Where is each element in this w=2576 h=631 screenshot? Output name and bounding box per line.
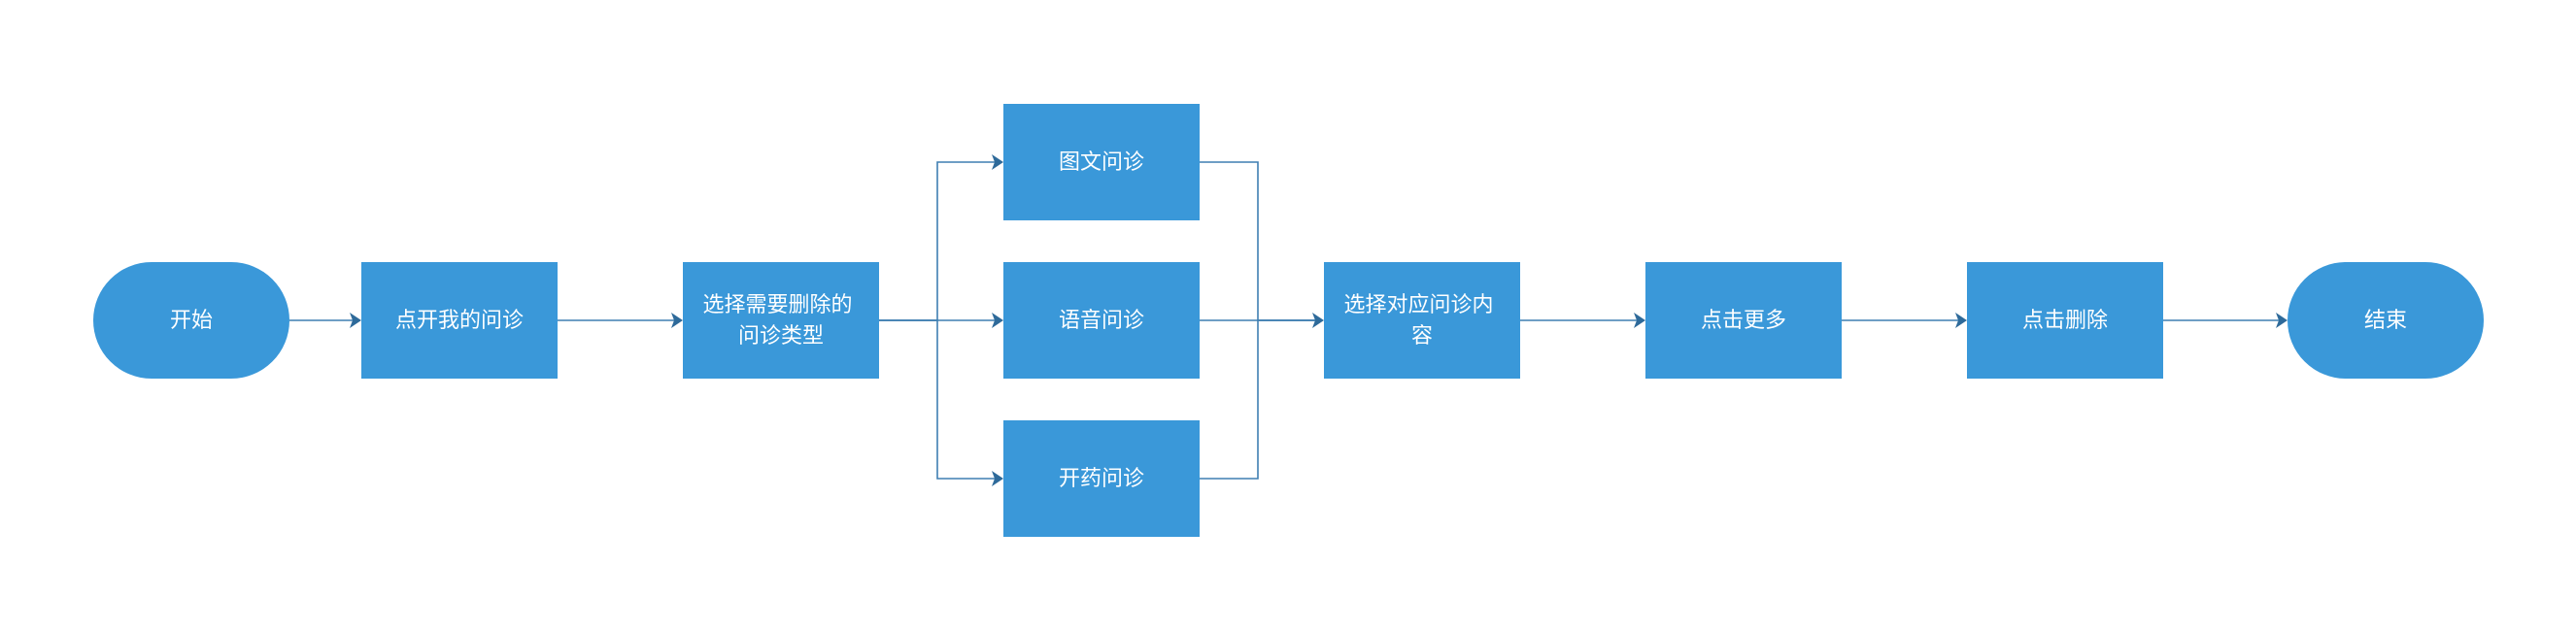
flowchart-edges	[289, 154, 2288, 486]
edge-select-type-to-prescription-consult-arrow	[992, 471, 1003, 486]
node-end-shape	[2288, 262, 2484, 379]
edge-click-delete-to-end-arrow	[2276, 313, 2288, 328]
flowchart-nodes: 开始 点开我的问诊 选择需要删除的 问诊类型 图文问诊 语音问诊 开药问诊	[93, 104, 2484, 537]
node-select-content: 选择对应问诊内 容	[1324, 262, 1520, 379]
edge-to-select-content-arrow	[1312, 313, 1324, 328]
edge-select-type-to-text-consult-arrow	[992, 154, 1003, 170]
edge-click-more-to-click-delete-arrow	[1955, 313, 1967, 328]
node-text-consult-label: 图文问诊	[1059, 150, 1144, 175]
node-voice-consult-shape	[1003, 262, 1200, 379]
edge-start-to-open-my-consult-arrow	[350, 313, 361, 328]
node-prescription-consult: 开药问诊	[1003, 420, 1200, 537]
node-select-content-label-line-1: 选择对应问诊内	[1343, 293, 1493, 317]
node-select-content-label-line-2: 容	[1411, 324, 1433, 349]
node-start-label: 开始	[170, 309, 213, 333]
node-start: 开始	[93, 262, 289, 379]
node-select-content-shape	[1324, 262, 1520, 379]
node-click-more: 点击更多	[1645, 262, 1842, 379]
node-start-shape	[93, 262, 289, 379]
node-select-type-shape	[683, 262, 879, 379]
node-click-delete: 点击删除	[1967, 262, 2163, 379]
node-select-type-label: 选择需要删除的 问诊类型	[702, 293, 859, 349]
node-end-label: 结束	[2364, 309, 2407, 333]
node-voice-consult-label: 语音问诊	[1059, 309, 1144, 333]
node-open-my-consult-label: 点开我的问诊	[395, 309, 524, 333]
edge-select-type-to-text-consult	[879, 161, 1000, 321]
node-select-content-label: 选择对应问诊内 容	[1343, 293, 1500, 349]
node-voice-consult: 语音问诊	[1003, 262, 1200, 379]
edge-prescription-consult-to-select-content	[1200, 319, 1320, 480]
node-click-more-shape	[1645, 262, 1842, 379]
node-click-more-label: 点击更多	[1701, 309, 1786, 333]
node-open-my-consult-shape	[361, 262, 558, 379]
node-prescription-consult-shape	[1003, 420, 1200, 537]
edge-select-content-to-click-more-arrow	[1634, 313, 1645, 328]
edge-select-type-to-prescription-consult	[879, 319, 1000, 480]
edge-open-my-consult-to-select-type-arrow	[671, 313, 683, 328]
edge-select-type-to-voice-consult-arrow	[992, 313, 1003, 328]
node-text-consult-shape	[1003, 104, 1200, 220]
node-select-type-label-line-2: 问诊类型	[738, 324, 824, 349]
node-click-delete-label: 点击删除	[2022, 309, 2108, 333]
edge-text-consult-to-select-content	[1200, 161, 1320, 321]
node-select-type-label-line-1: 选择需要删除的	[702, 293, 852, 317]
node-text-consult: 图文问诊	[1003, 104, 1200, 220]
node-prescription-consult-label: 开药问诊	[1059, 467, 1144, 491]
node-end: 结束	[2288, 262, 2484, 379]
node-select-type: 选择需要删除的 问诊类型	[683, 262, 879, 379]
node-click-delete-shape	[1967, 262, 2163, 379]
node-open-my-consult: 点开我的问诊	[361, 262, 558, 379]
